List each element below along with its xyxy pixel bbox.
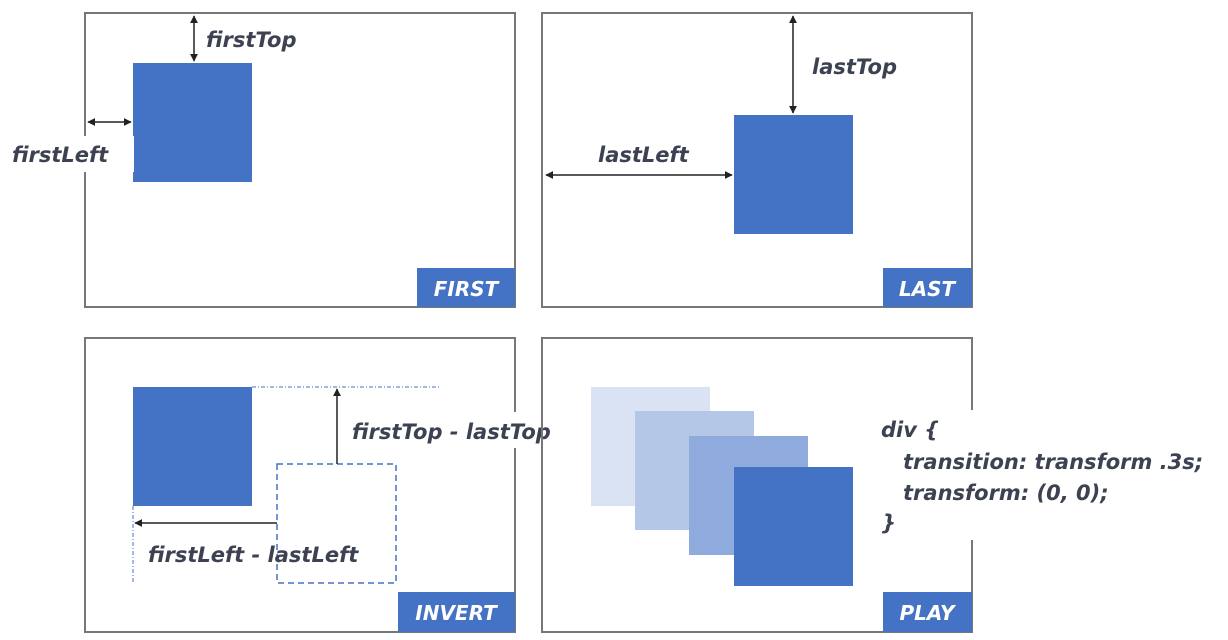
panel-play: div { transition: transform .3s; transfo…	[541, 337, 1220, 633]
tag-play	[883, 592, 972, 632]
panel-invert-frame	[84, 337, 516, 633]
tag-invert-text: INVERT	[415, 601, 498, 625]
code-line-1: div {	[881, 418, 939, 442]
code-line-3: transform: (0, 0);	[903, 481, 1109, 505]
invert-square	[133, 387, 252, 506]
tag-first-text: FIRST	[434, 277, 500, 301]
tag-last-text: LAST	[899, 277, 957, 301]
tag-invert	[398, 592, 515, 632]
first-left-label-bg	[8, 136, 134, 172]
first-top-label: firstTop	[206, 28, 297, 52]
code-line-4: }	[881, 511, 896, 535]
invert-top-label-bg	[348, 412, 574, 448]
panel-first: firstTop firstLeft FIRST	[8, 12, 516, 308]
tag-first	[417, 268, 515, 307]
invert-left-label: firstLeft - lastLeft	[148, 543, 359, 567]
panel-invert: firstTop - lastTop firstLeft - lastLeft …	[84, 337, 574, 633]
panel-last: lastTop lastLeft LAST	[541, 12, 973, 308]
first-square	[133, 63, 252, 182]
first-left-label: firstLeft	[12, 143, 109, 167]
last-left-label: lastLeft	[598, 143, 690, 167]
play-code-bg	[868, 410, 1220, 540]
code-line-2: transition: transform .3s;	[903, 450, 1203, 474]
tag-play-text: PLAY	[899, 601, 957, 625]
last-square	[734, 115, 853, 234]
play-code-block: div { transition: transform .3s; transfo…	[881, 418, 1203, 535]
invert-top-label: firstTop - lastTop	[352, 420, 551, 444]
play-square	[734, 467, 853, 586]
last-top-label: lastTop	[812, 55, 897, 79]
tag-last	[883, 268, 972, 307]
panel-last-frame	[541, 12, 973, 308]
